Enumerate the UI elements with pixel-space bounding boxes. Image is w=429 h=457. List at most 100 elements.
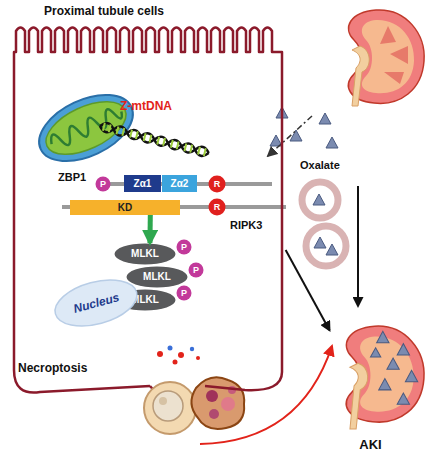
dna-helix — [177, 141, 179, 149]
oxalate-crystals — [319, 113, 331, 124]
mlkl-ellipse: MLKL — [114, 243, 176, 265]
tubule-section — [314, 237, 326, 248]
node-text: Zα1 — [134, 179, 152, 189]
necrotic-cell — [144, 382, 196, 434]
released-dots — [157, 351, 163, 357]
dna-helix — [198, 147, 200, 155]
recruitment-arrow — [200, 346, 332, 444]
protein-label: ZBP1 — [58, 172, 86, 183]
phospho-circle: P — [95, 176, 111, 192]
dna-helix — [157, 137, 159, 145]
dna-helix — [103, 123, 206, 156]
node-text: MLKL — [143, 272, 171, 282]
tubule-section — [313, 194, 325, 205]
aki-kidney — [350, 363, 368, 429]
dna-helix — [149, 135, 151, 143]
phospho-circle — [96, 177, 111, 192]
rhim-circle: R — [208, 198, 226, 216]
dna-helix — [109, 125, 111, 133]
released-dots — [173, 360, 178, 365]
dna-helix — [190, 145, 192, 153]
kidney-icon — [380, 26, 408, 84]
kidney-icon — [352, 46, 369, 106]
nucleus-ellipse: Nucleus — [52, 278, 140, 328]
node-text: R — [214, 180, 221, 189]
node-text: Proximal tubule cells — [44, 5, 164, 17]
released-dots — [168, 346, 173, 351]
released-dots — [157, 346, 200, 365]
dna-helix — [144, 133, 146, 141]
phospho-circle: P — [176, 285, 192, 301]
node-text: MLKL — [131, 249, 159, 259]
nucleus-ellipse — [50, 272, 142, 334]
protein-label: RIPK3 — [230, 220, 262, 231]
node-text: AKI — [312, 438, 429, 451]
oxalate-crystals — [326, 137, 338, 148]
kidney-icon — [362, 20, 414, 93]
node-text: P — [193, 266, 199, 275]
mitochondrion — [29, 81, 143, 174]
dna-helix — [122, 128, 124, 136]
mlkl-ellipse: MLKL — [126, 266, 188, 288]
node-text: R — [214, 203, 221, 212]
released-dots — [190, 347, 194, 351]
mitochondrion — [29, 81, 143, 174]
dna-helix — [130, 130, 132, 138]
released-dots — [178, 352, 184, 358]
dna-helix — [116, 126, 118, 134]
dashed-arrow — [268, 116, 312, 156]
phospho-circle — [177, 286, 192, 301]
domain-box: Zα1 — [124, 175, 161, 192]
aki-kidney — [346, 326, 424, 429]
necrotic-cell — [153, 391, 183, 421]
tubule-section — [302, 182, 338, 218]
necrotic-cell — [144, 382, 196, 434]
mlkl-ellipse — [115, 244, 176, 265]
dna-helix — [99, 122, 210, 158]
progression-arrow — [357, 186, 359, 306]
cell-outline — [14, 28, 282, 393]
kinase-domain — [70, 200, 180, 215]
dna-helix — [171, 140, 173, 148]
molecule-label: Z-mtDNA — [120, 100, 172, 112]
cell-outline: Proximal tubule cellsPZα1Zα2RKDRMLKLPMLK… — [0, 0, 290, 410]
domain-box: Zα2 — [162, 175, 197, 192]
aki-kidney — [371, 331, 418, 404]
dna-helix — [99, 122, 210, 158]
dna-helix — [136, 131, 138, 139]
dna-helix — [204, 148, 206, 156]
domain-box — [162, 175, 197, 192]
node-text: KD — [118, 203, 132, 213]
substance-label: Oxalate — [300, 160, 340, 171]
aki-kidney — [312, 318, 429, 433]
node-text: P — [181, 289, 187, 298]
necrotic-cell — [191, 377, 244, 429]
node-text: P — [100, 180, 106, 189]
domain-box — [124, 175, 161, 192]
phospho-circle: P — [188, 262, 204, 278]
node-text: Zα2 — [171, 179, 189, 189]
dna-helix — [103, 123, 105, 131]
dna-helix — [99, 122, 210, 158]
oxalate-crystals — [290, 130, 302, 141]
aki-kidney: AKI — [312, 318, 429, 455]
mlkl-ellipse — [127, 267, 188, 288]
kidney-icon — [348, 10, 424, 106]
phospho-circle: P — [176, 239, 192, 255]
necrotic-cell — [159, 397, 167, 405]
rhim-circle — [209, 199, 226, 216]
rhim-circle: R — [208, 175, 226, 193]
arrow-connector — [147, 215, 152, 243]
rhim-circle — [209, 176, 226, 193]
dna-helix — [163, 138, 165, 146]
tubule-section — [302, 182, 338, 218]
phospho-circle — [177, 240, 192, 255]
node-text: P — [181, 243, 187, 252]
kinase-domain: KD — [70, 200, 180, 215]
dna-helix — [184, 143, 186, 151]
oxalate-crystals — [270, 107, 338, 148]
released-dots — [196, 356, 200, 360]
tubule-section — [306, 226, 346, 266]
tubule-section — [306, 226, 346, 266]
